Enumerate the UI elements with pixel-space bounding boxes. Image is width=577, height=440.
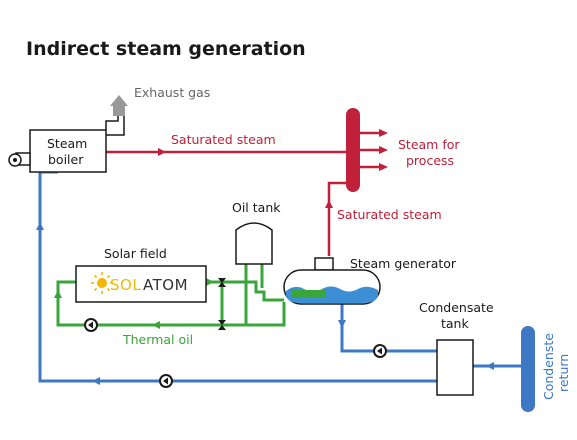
steam-generator — [283, 257, 381, 305]
condensate-return-header — [521, 326, 535, 412]
oil-return-up-arrow — [54, 290, 62, 298]
feedwater-up-arrow — [36, 222, 44, 230]
return-left-arrow — [486, 362, 494, 370]
steam-header — [346, 108, 360, 192]
oil-supply-right-arrow — [206, 278, 214, 286]
condensate-tank — [436, 339, 474, 396]
exhaust-arrow-icon — [110, 95, 128, 116]
feedwater-left-arrow — [92, 377, 100, 385]
solatom-logo: SOL ATOM — [91, 272, 188, 294]
steam-boiler-label-2: boiler — [48, 152, 84, 167]
oil-pump — [84, 318, 98, 332]
three-way-valve-top — [218, 278, 226, 287]
svg-text:ATOM: ATOM — [143, 276, 188, 294]
oil-flow-left-arrow — [152, 321, 160, 329]
condensate-return-label-1: Condenste — [541, 333, 556, 400]
saturated-steam-top-label: Saturated steam — [171, 132, 276, 147]
svg-text:SOL: SOL — [110, 276, 141, 294]
generator-steam-line — [327, 181, 346, 256]
steam-generator-drain-line — [340, 304, 437, 353]
condensate-return-label-2: return — [556, 354, 571, 392]
oil-to-generator-line — [222, 280, 284, 302]
condensate-pump — [373, 344, 387, 358]
exhaust-gas-label: Exhaust gas — [134, 85, 210, 100]
generator-steam-arrow — [325, 200, 333, 208]
steam-generator-label: Steam generator — [350, 256, 457, 271]
drain-down-arrow — [338, 320, 346, 328]
process-arrow-2 — [379, 146, 388, 154]
steam-for-process-label-2: process — [406, 153, 454, 168]
oil-tank-label: Oil tank — [232, 200, 281, 215]
sun-icon — [91, 272, 113, 294]
three-way-valve-bottom — [218, 320, 226, 330]
steam-boiler-label-1: Steam — [47, 136, 87, 151]
burner-fan-icon — [8, 152, 31, 167]
steam-lines — [106, 131, 380, 256]
condensate-tank-label-2: tank — [441, 316, 469, 331]
thermal-oil-label: Thermal oil — [122, 332, 193, 347]
feedwater-pump — [159, 374, 173, 388]
steam-for-process-label-1: Steam for — [398, 137, 460, 152]
oil-tank — [235, 222, 273, 265]
oil-return-line — [56, 280, 222, 327]
process-arrow-1 — [379, 129, 388, 137]
solar-field-label: Solar field — [104, 246, 167, 261]
process-arrow-3 — [379, 163, 388, 171]
saturated-steam-right-label: Saturated steam — [337, 207, 442, 222]
boiler-steam-arrow — [158, 148, 166, 156]
diagram-title: Indirect steam generation — [26, 38, 306, 60]
condensate-tank-label-1: Condensate — [419, 300, 494, 315]
steam-boiler — [8, 116, 125, 173]
oil-from-generator-line — [222, 302, 286, 327]
